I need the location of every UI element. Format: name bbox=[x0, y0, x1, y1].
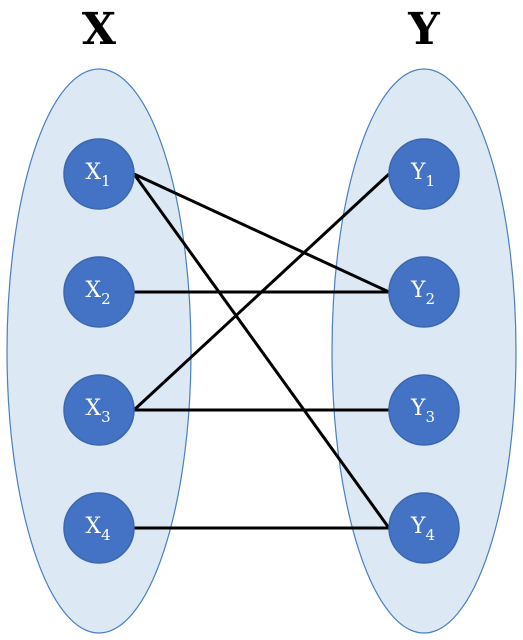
node-label-x2: X2 bbox=[85, 278, 110, 308]
node-subscript: 3 bbox=[425, 408, 435, 426]
node-circle-y3 bbox=[388, 374, 460, 446]
node-label-x1: X1 bbox=[85, 160, 110, 190]
edge-x3-y1 bbox=[132, 172, 391, 412]
node-letter: X bbox=[85, 278, 101, 303]
node-circle-y1 bbox=[388, 138, 460, 210]
edge-x1-y4 bbox=[132, 173, 391, 529]
node-circle-y2 bbox=[388, 256, 460, 328]
node-letter: X bbox=[85, 160, 101, 185]
edge-x1-y2 bbox=[133, 172, 390, 294]
set-y-title: Y bbox=[407, 4, 440, 55]
node-letter: Y bbox=[410, 278, 426, 303]
node-letter: Y bbox=[410, 160, 426, 185]
node-subscript: 2 bbox=[101, 290, 111, 308]
node-x4: X4 bbox=[63, 492, 135, 564]
node-subscript: 1 bbox=[425, 172, 435, 190]
node-circle-x4 bbox=[63, 492, 135, 564]
node-label-y4: Y4 bbox=[410, 514, 435, 544]
node-circle-y4 bbox=[388, 492, 460, 564]
node-letter: X bbox=[85, 514, 101, 539]
node-x1: X1 bbox=[63, 138, 135, 210]
set-y-ellipse bbox=[331, 68, 517, 634]
node-subscript: 4 bbox=[425, 526, 435, 544]
node-label-y1: Y1 bbox=[410, 160, 435, 190]
set-x-ellipse bbox=[6, 68, 192, 634]
node-label-y3: Y3 bbox=[410, 396, 435, 426]
edges-group bbox=[132, 172, 391, 530]
set-x-title: X bbox=[82, 4, 117, 55]
node-y2: Y2 bbox=[388, 256, 460, 328]
node-label-y2: Y2 bbox=[410, 278, 435, 308]
node-subscript: 2 bbox=[425, 290, 435, 308]
node-letter: X bbox=[85, 396, 101, 421]
node-y4: Y4 bbox=[388, 492, 460, 564]
node-y1: Y1 bbox=[388, 138, 460, 210]
node-subscript: 1 bbox=[101, 172, 111, 190]
node-x2: X2 bbox=[63, 256, 135, 328]
node-subscript: 3 bbox=[101, 408, 111, 426]
node-subscript: 4 bbox=[101, 526, 111, 544]
node-letter: Y bbox=[410, 396, 426, 421]
node-x3: X3 bbox=[63, 374, 135, 446]
node-letter: Y bbox=[410, 514, 426, 539]
node-label-x4: X4 bbox=[85, 514, 110, 544]
node-y3: Y3 bbox=[388, 374, 460, 446]
node-label-x3: X3 bbox=[85, 396, 110, 426]
node-circle-x2 bbox=[63, 256, 135, 328]
node-circle-x3 bbox=[63, 374, 135, 446]
node-circle-x1 bbox=[63, 138, 135, 210]
